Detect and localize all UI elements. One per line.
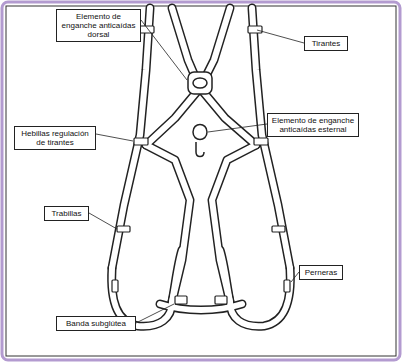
callout-box: Elemento de enganche anticaídas esternal — [267, 113, 359, 137]
callout-box: Banda subglútea — [56, 316, 136, 331]
strap-outline — [220, 250, 290, 326]
strap-fill — [146, 145, 190, 302]
strap-outline — [252, 8, 290, 268]
strap-outline — [112, 250, 182, 326]
strap-outline — [212, 145, 256, 302]
leader-lines — [89, 20, 304, 323]
callout-box: Tirantes — [304, 36, 348, 51]
part-label: Banda subglútea — [60, 319, 132, 328]
part-label: Elemento de enganche anticaídas dorsal — [60, 12, 137, 39]
outer-frame — [2, 2, 400, 360]
callout-box: Trabillas — [44, 206, 89, 221]
harness-straps — [112, 8, 291, 326]
strap-fill — [220, 250, 290, 326]
callout-box: Hebillas regulación de tirantes — [14, 126, 96, 150]
inner-frame — [6, 6, 396, 356]
strap-fill — [212, 145, 256, 302]
part-label: Trabillas — [48, 209, 85, 218]
part-label: Perneras — [303, 268, 339, 277]
buckles — [112, 26, 290, 304]
strap-fill — [252, 8, 290, 268]
strap-outline — [146, 145, 190, 302]
part-label: Elemento de enganche anticaídas esternal — [271, 116, 355, 134]
strap-fill — [112, 250, 182, 326]
part-label: Tirantes — [308, 39, 344, 48]
callout-box: Perneras — [299, 265, 343, 280]
part-label: Hebillas regulación de tirantes — [18, 129, 92, 147]
callout-box: Elemento de enganche anticaídas dorsal — [56, 9, 141, 42]
d-rings — [188, 72, 212, 157]
